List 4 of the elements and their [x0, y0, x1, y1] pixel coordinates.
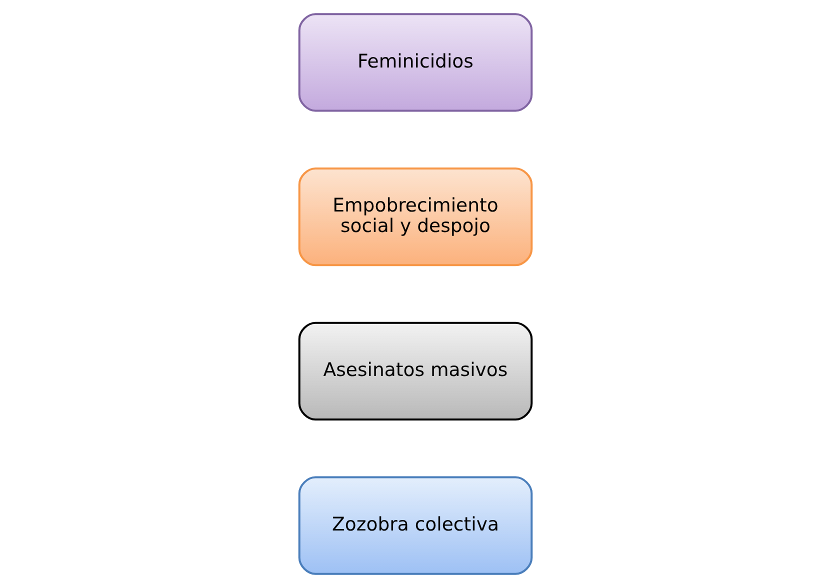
node-box: Empobrecimiento social y despojo: [298, 167, 532, 266]
node-box: Zozobra colectiva: [298, 476, 532, 575]
node-box: Asesinatos masivos: [298, 322, 532, 421]
node-box: Feminicidios: [298, 13, 532, 112]
